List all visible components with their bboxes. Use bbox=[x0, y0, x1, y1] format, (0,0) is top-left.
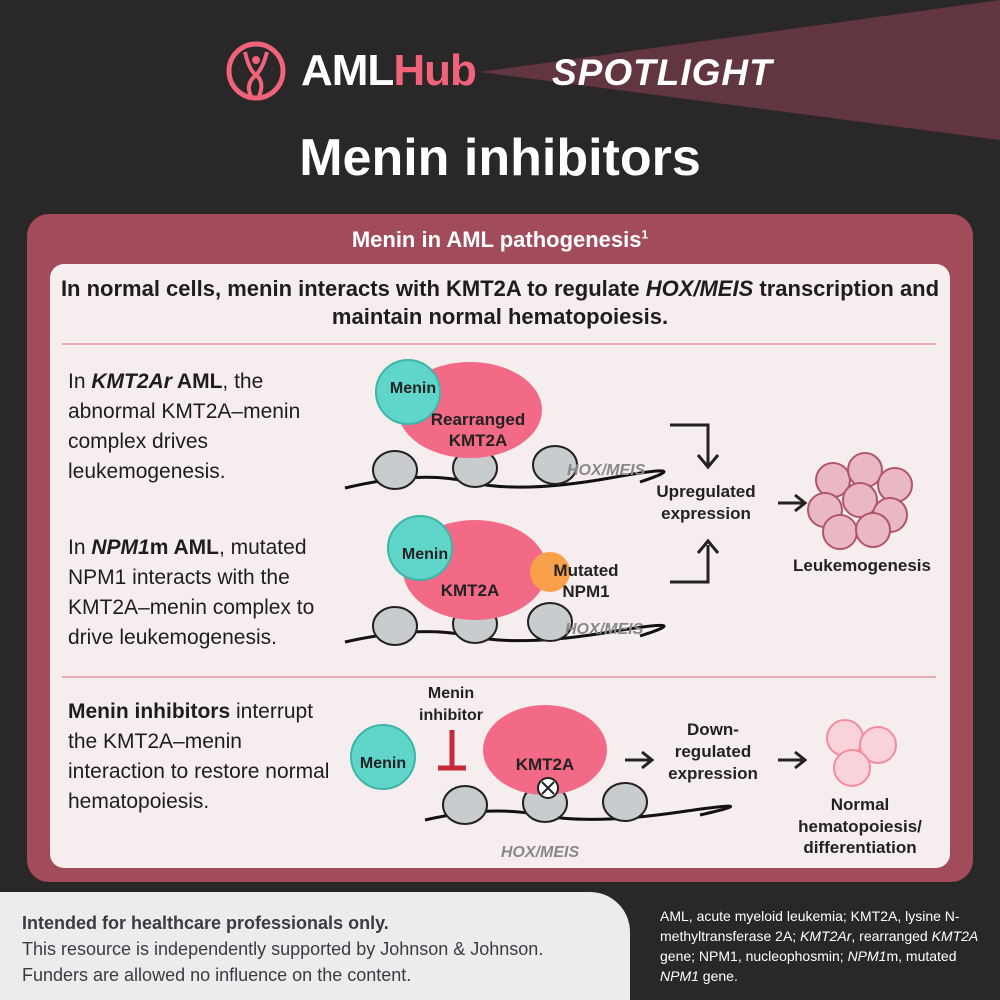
arrow-icon bbox=[670, 423, 720, 470]
label-hematopoiesis: hematopoiesis/ bbox=[798, 817, 922, 836]
footer-disclaimer: Intended for healthcare professionals on… bbox=[0, 892, 630, 1000]
npm1m-description: In NPM1m AML, mutated NPM1 interacts wit… bbox=[68, 536, 315, 649]
label-leukemogenesis: Leukemogenesis bbox=[793, 556, 931, 575]
abbreviations: AML, acute myeloid leukemia; KMT2A, lysi… bbox=[660, 908, 979, 984]
hcp-notice: Intended for healthcare professionals on… bbox=[22, 913, 389, 933]
npm1-protein bbox=[530, 552, 570, 592]
divider bbox=[62, 676, 936, 678]
arrow-right-icon bbox=[625, 750, 655, 770]
normal-cells-icon bbox=[826, 719, 897, 787]
label-upregulated: Upregulated bbox=[656, 482, 755, 501]
label-menin-inhibitor: Menin bbox=[428, 685, 474, 702]
brand-hub: Hub bbox=[393, 46, 477, 95]
lead-statement: In normal cells, menin interacts with KM… bbox=[60, 276, 940, 329]
support-notice: This resource is independently supported… bbox=[22, 939, 544, 959]
inhibition-icon bbox=[438, 730, 466, 771]
menin-protein bbox=[350, 359, 453, 790]
label-expression: expression bbox=[668, 764, 758, 783]
kmt2ar-description: In KMT2Ar AML, the abnormal KMT2A–menin … bbox=[68, 370, 301, 483]
amlhub-logo: AMLHub bbox=[225, 40, 477, 102]
label-downregulated: Down- bbox=[687, 720, 739, 739]
page-title: Menin inhibitors bbox=[299, 129, 701, 187]
funders-notice: Funders are allowed no influence on the … bbox=[22, 965, 412, 985]
label-kmt2a: KMT2A bbox=[449, 431, 508, 450]
label-expression: expression bbox=[661, 504, 751, 523]
arrow-right-icon bbox=[778, 750, 808, 770]
inhibitor-description: Menin inhibitors interrupt the KMT2A–men… bbox=[68, 700, 330, 813]
label-hoxmeis: HOX/MEIS bbox=[501, 844, 580, 861]
mechanism-diagram: Menin Rearranged KMT2A HOX/MEIS Menin KM… bbox=[344, 359, 931, 861]
amlhub-logo-icon bbox=[226, 41, 286, 101]
spotlight-beam bbox=[480, 0, 1000, 140]
label-kmt2a: KMT2A bbox=[516, 755, 575, 774]
label-npm1: NPM1 bbox=[562, 582, 609, 601]
label-mutated: Mutated bbox=[553, 561, 618, 580]
arrow-icon bbox=[670, 538, 720, 584]
divider bbox=[62, 343, 936, 345]
card-title-text: Menin in AML pathogenesis bbox=[351, 227, 642, 252]
leukemic-cells-icon bbox=[807, 452, 913, 550]
arrow-right-icon bbox=[778, 493, 808, 513]
label-menin: Menin bbox=[402, 546, 448, 563]
spotlight-label: SPOTLIGHT bbox=[552, 52, 773, 93]
label-kmt2a: KMT2A bbox=[441, 581, 500, 600]
label-hoxmeis: HOX/MEIS bbox=[567, 462, 646, 479]
brand-aml: AML bbox=[301, 46, 394, 95]
card-title: Menin in AML pathogenesis1 bbox=[27, 227, 973, 253]
label-menin: Menin bbox=[390, 380, 436, 397]
label-differentiation: differentiation bbox=[803, 838, 916, 857]
reference-marker: 1 bbox=[641, 227, 649, 242]
blocked-icon bbox=[537, 777, 559, 799]
label-rearranged: Rearranged bbox=[431, 410, 525, 429]
label-downregulated: regulated bbox=[675, 742, 752, 761]
label-menin-inhibitor: inhibitor bbox=[419, 707, 483, 724]
label-menin: Menin bbox=[360, 755, 406, 772]
label-hoxmeis: HOX/MEIS bbox=[565, 621, 644, 638]
label-normal: Normal bbox=[831, 795, 890, 814]
